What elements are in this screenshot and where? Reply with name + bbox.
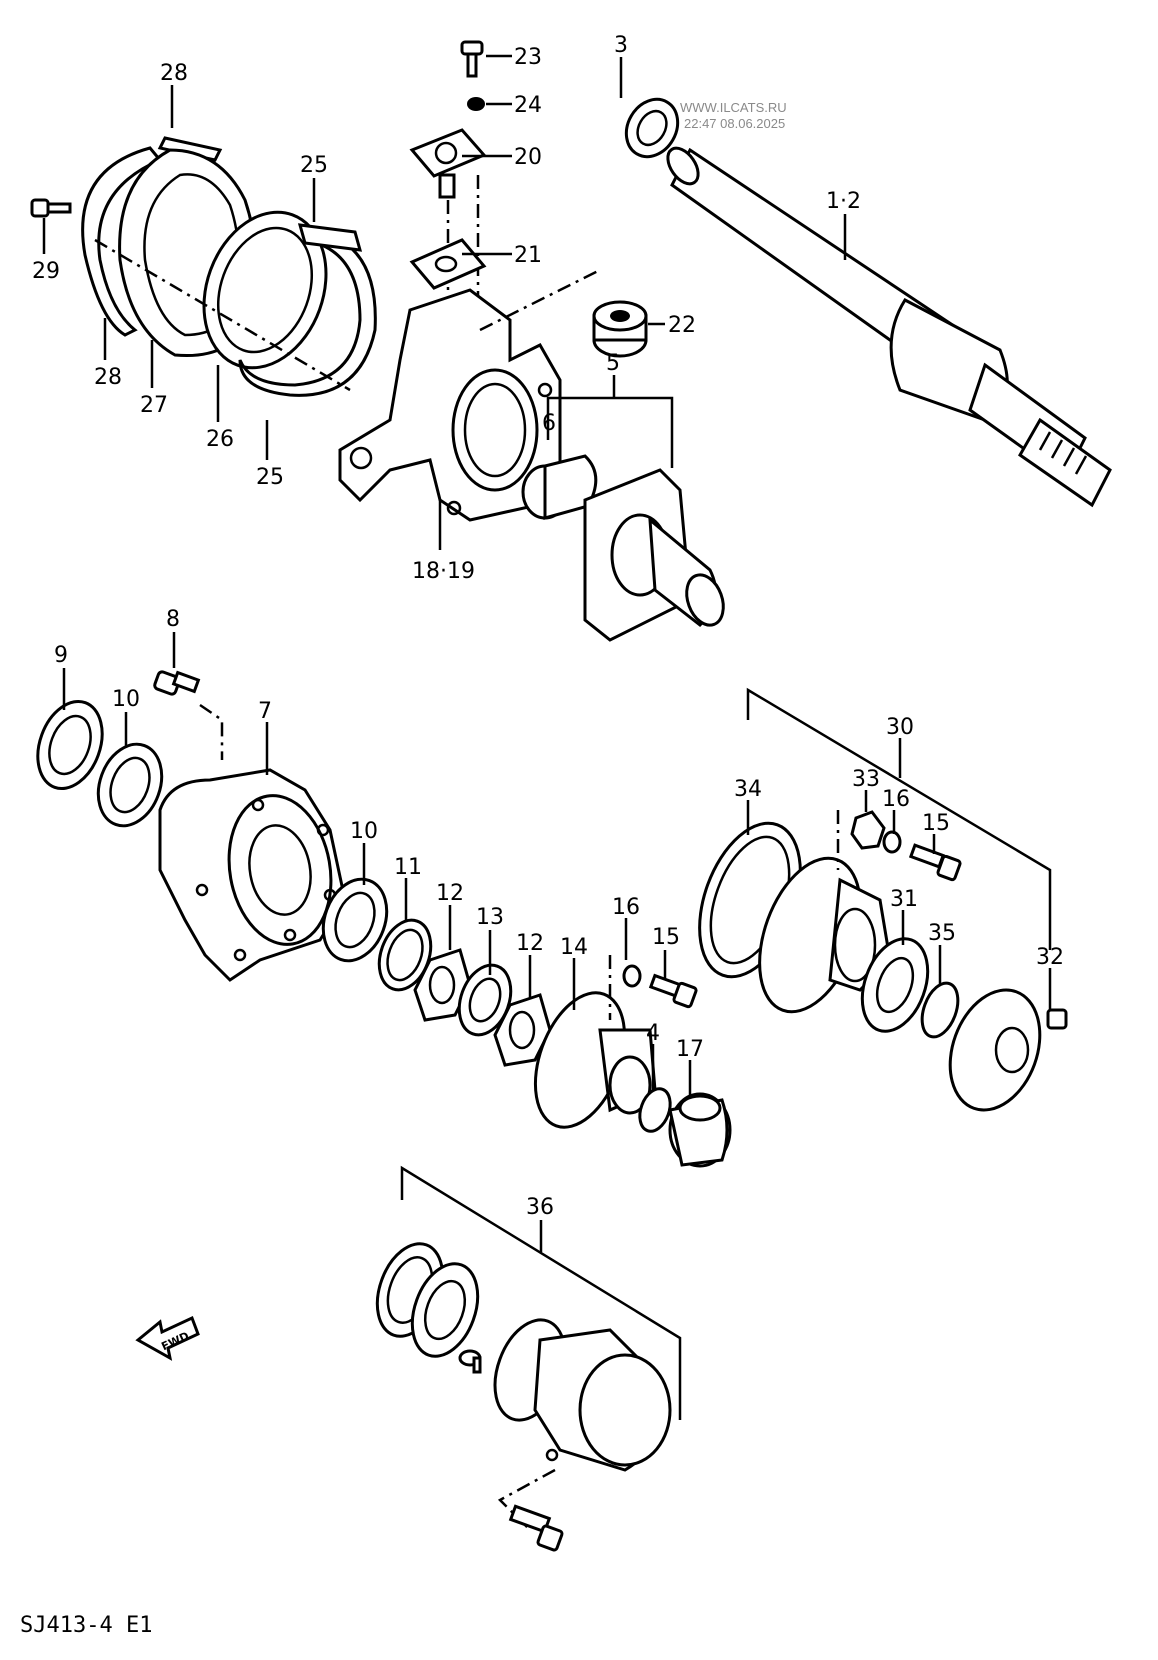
seal-ring-25[interactable] [238,223,377,397]
washer-16a[interactable] [622,964,642,988]
group-bracket-30 [746,687,1052,950]
screw-36[interactable] [458,1349,482,1374]
callout-28-top[interactable]: 28 [160,61,188,86]
lock-nut-12b[interactable] [493,993,552,1067]
bushing-22[interactable] [592,300,648,358]
spindle-bushing-6[interactable] [521,454,598,520]
callout-26[interactable]: 26 [206,427,234,452]
callout-4[interactable]: 4 [646,1021,660,1046]
callout-28-bottom[interactable]: 28 [94,365,122,390]
callout-8[interactable]: 8 [166,607,180,632]
callout-17[interactable]: 17 [676,1037,704,1062]
callout-10-outer[interactable]: 10 [350,819,378,844]
seal-26[interactable] [183,195,347,385]
callout-15-b[interactable]: 15 [922,811,950,836]
bolt-36[interactable] [508,1504,564,1552]
callout-15-a[interactable]: 15 [652,925,680,950]
callout-35[interactable]: 35 [928,921,956,946]
cap-17[interactable] [668,1092,732,1168]
assembly-line-hub-bolt [199,703,224,760]
callout-6[interactable]: 6 [542,411,556,436]
callout-22[interactable]: 22 [668,313,696,338]
callout-34[interactable]: 34 [734,777,762,802]
callout-3[interactable]: 3 [614,33,628,58]
callout-12-a[interactable]: 12 [436,881,464,906]
callout-9[interactable]: 9 [54,643,68,668]
callout-32[interactable]: 32 [1036,945,1064,970]
callout-23[interactable]: 23 [514,45,542,70]
bearing-10-outer[interactable] [312,870,397,969]
bolt-23[interactable] [460,40,484,78]
callout-16-b[interactable]: 16 [882,787,910,812]
cover-32[interactable] [934,977,1068,1122]
oil-seal-3[interactable] [616,90,688,166]
dust-cover-28[interactable] [81,136,223,337]
washer-16b[interactable] [882,830,902,854]
callout-36[interactable]: 36 [526,1195,554,1220]
diagram-code: SJ413-4 E1 [20,1613,152,1638]
clutch-31[interactable] [850,930,939,1041]
callout-10-inner[interactable]: 10 [112,687,140,712]
callout-1-2[interactable]: 1·2 [826,189,861,214]
snap-ring-4[interactable] [634,1085,675,1136]
bolt-15a[interactable] [648,973,698,1009]
callout-20[interactable]: 20 [514,145,542,170]
locking-hub-36[interactable] [482,1310,672,1472]
snap-ring-35[interactable] [915,978,964,1042]
callout-33[interactable]: 33 [852,767,880,792]
nut-33[interactable] [850,810,886,850]
callout-25-top[interactable]: 25 [300,153,328,178]
group-bracket-36 [400,1165,682,1420]
callout-30[interactable]: 30 [886,715,914,740]
wheel-hub-7[interactable] [158,768,347,982]
oil-seal-9[interactable] [26,692,113,797]
assembly-line-seal [94,238,351,392]
bolt-29[interactable] [30,198,72,218]
shim-21[interactable] [409,238,487,290]
watermark-datetime: 22:47 08.06.2025 [684,116,785,131]
wheel-spindle-5[interactable] [583,468,730,642]
callout-7[interactable]: 7 [258,699,272,724]
callout-31[interactable]: 31 [890,887,918,912]
watermark-site: WWW.ILCATS.RU [680,100,787,115]
callout-11[interactable]: 11 [394,855,422,880]
callout-16-a[interactable]: 16 [612,895,640,920]
callout-5[interactable]: 5 [606,351,620,376]
bearing-10-inner[interactable] [87,735,172,834]
drive-shaft[interactable] [662,143,1112,508]
callout-27[interactable]: 27 [140,393,168,418]
callout-29[interactable]: 29 [32,259,60,284]
grease-nipple-24[interactable] [467,97,485,111]
lock-nut-12a[interactable] [413,948,472,1022]
callout-12-b[interactable]: 12 [516,931,544,956]
snap-ring-11[interactable] [370,913,440,997]
callout-18-19[interactable]: 18·19 [412,559,475,584]
plate-36b[interactable] [400,1255,489,1366]
king-pin-20[interactable] [409,128,487,199]
callout-25-bottom[interactable]: 25 [256,465,284,490]
bolt-15b[interactable] [908,843,962,882]
callout-13[interactable]: 13 [476,905,504,930]
callouts: 23 24 20 21 22 3 1·2 28 29 28 27 26 25 2… [32,33,1064,1220]
assembly-line-bushing [479,268,601,332]
callout-24[interactable]: 24 [514,93,542,118]
leader-lines [42,54,1052,1098]
callout-14[interactable]: 14 [560,935,588,960]
fwd-arrow: FWD [135,1315,200,1361]
callout-21[interactable]: 21 [514,243,542,268]
hub-bolt-8[interactable] [153,670,201,696]
